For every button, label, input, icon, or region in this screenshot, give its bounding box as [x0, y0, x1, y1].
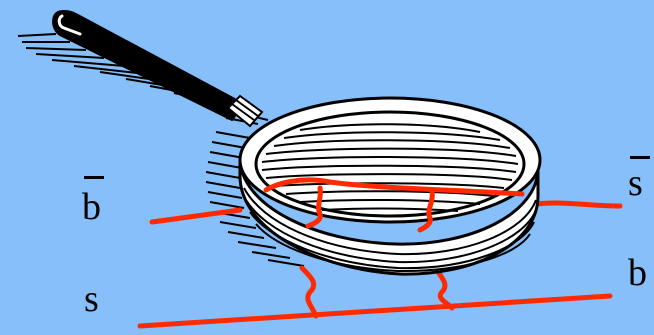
- gluon-right: [438, 272, 452, 308]
- label-b-bar: b: [82, 188, 101, 226]
- label-s: s: [84, 280, 99, 318]
- quark-line-top-right: [528, 203, 620, 206]
- antiquark-bar-top-left: [84, 176, 104, 179]
- magnifier-handle: [53, 11, 262, 126]
- magnifying-glass-icon: [53, 11, 540, 274]
- label-b: b: [628, 254, 647, 292]
- quark-line-bottom: [140, 296, 610, 326]
- quark-line-top-left: [152, 210, 240, 222]
- label-s-bar: s: [628, 164, 643, 202]
- gluon-left: [302, 268, 316, 316]
- antiquark-bar-top-right: [630, 156, 650, 159]
